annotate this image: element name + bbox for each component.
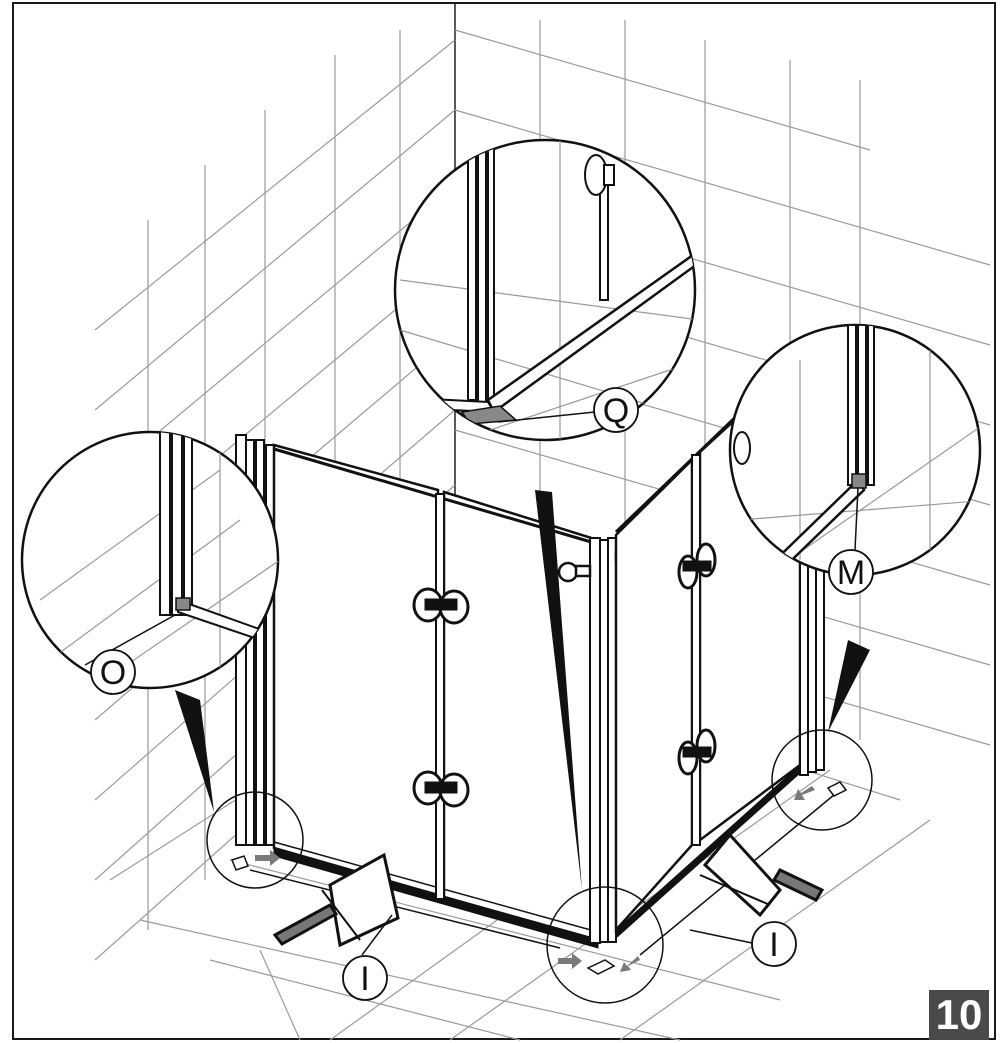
svg-text:I: I (360, 960, 369, 998)
magnifier-q (393, 138, 697, 442)
front-bifold-doors (272, 443, 600, 949)
label-q: Q (593, 387, 639, 433)
shower-enclosure (235, 349, 841, 956)
diagram-frame (12, 2, 996, 1040)
hacksaw-right (699, 832, 825, 918)
detail-ring-base-centre (546, 886, 664, 1004)
step-number-badge: 10 (929, 990, 989, 1040)
svg-text:O: O (100, 654, 126, 692)
detail-ring-base-left (206, 791, 304, 889)
svg-text:I: I (769, 926, 778, 964)
hinge-upper-front (412, 587, 470, 625)
magnifier-o (20, 430, 280, 690)
q-knob (584, 154, 615, 196)
svg-text:M: M (837, 554, 865, 592)
label-o: O (90, 649, 136, 695)
magnifier-m (728, 323, 982, 577)
svg-text:Q: Q (603, 392, 629, 430)
m-knob (733, 431, 751, 465)
hinge-lower-side (677, 728, 717, 776)
seal-end-caps (231, 781, 848, 975)
label-i-left: I (342, 914, 393, 1001)
push-arrows (255, 786, 815, 972)
label-i-right: I (689, 921, 797, 967)
detail-ring-base-right (771, 729, 873, 831)
label-m: M (828, 549, 874, 595)
callout-pointers (175, 490, 870, 890)
door-knob-left (557, 561, 592, 583)
hinge-lower-front (412, 770, 470, 808)
hinge-upper-side (677, 542, 717, 590)
hacksaw-left (272, 852, 400, 948)
